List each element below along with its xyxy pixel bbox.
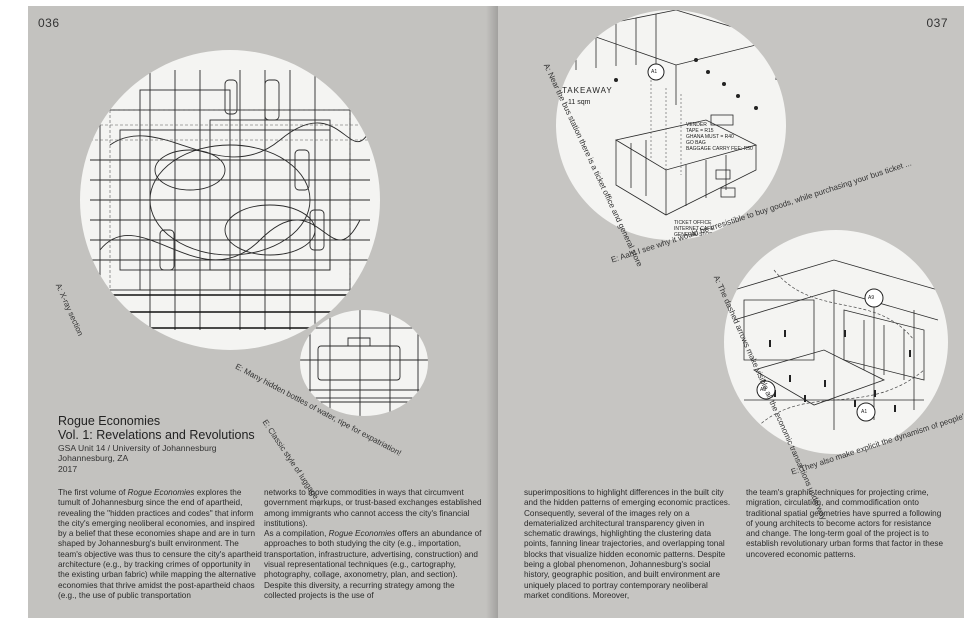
project-title: Rogue Economies Vol. 1: Revelations and … — [58, 414, 255, 442]
marker-a1-bottom: A1 — [861, 409, 868, 415]
luggage-linework — [300, 310, 428, 416]
project-meta: GSA Unit 14 / University of Johannesburg… — [58, 443, 217, 474]
right-page: 037 — [498, 6, 964, 618]
meta-place: Johannesburg, ZA — [58, 453, 129, 464]
meta-unit: GSA Unit 14 / University of Johannesburg — [58, 443, 217, 453]
marker-a8: A8 — [760, 387, 767, 393]
xray-linework — [80, 50, 380, 350]
crowded-station-linework — [733, 259, 939, 431]
page-number-left: 036 — [38, 16, 60, 30]
bus-station-drawing: TAKEAWAY 11 sqm A1 VENDER TAPE = R15 GHA… — [556, 10, 786, 240]
label-ticket-office: TICKET OFFICE INTERNET CAFE GENERAL STOR… — [674, 220, 720, 238]
title-line-2: Vol. 1: Revelations and Revolutions — [58, 428, 255, 442]
luggage-drawing — [300, 310, 428, 416]
left-text-column-2: networks to move commodities in ways tha… — [264, 488, 482, 600]
title-line-1: Rogue Economies — [58, 414, 161, 428]
left-page: 036 — [28, 6, 498, 618]
right-text-column-2: the team's graphic techniques for projec… — [746, 488, 944, 559]
label-area: 11 sqm — [568, 99, 591, 106]
marker-a1-top: A1 — [651, 69, 658, 75]
crowded-station-drawing: A9 A8 A1 — [724, 230, 948, 454]
page-number-right: 037 — [926, 16, 948, 30]
marker-a9: A9 — [868, 295, 875, 301]
right-text-column-1: superimpositions to highlight difference… — [524, 488, 731, 600]
meta-year: 2017 — [58, 463, 78, 474]
bus-station-linework — [574, 10, 778, 216]
left-text-column-1: The first volume of Rogue Economies expl… — [58, 488, 262, 600]
label-takeaway: TAKEAWAY — [562, 86, 613, 95]
label-vendor: VENDER TAPE = R15 GHANA MUST = R40 GO BA… — [686, 122, 753, 152]
xray-section-drawing — [80, 50, 380, 350]
